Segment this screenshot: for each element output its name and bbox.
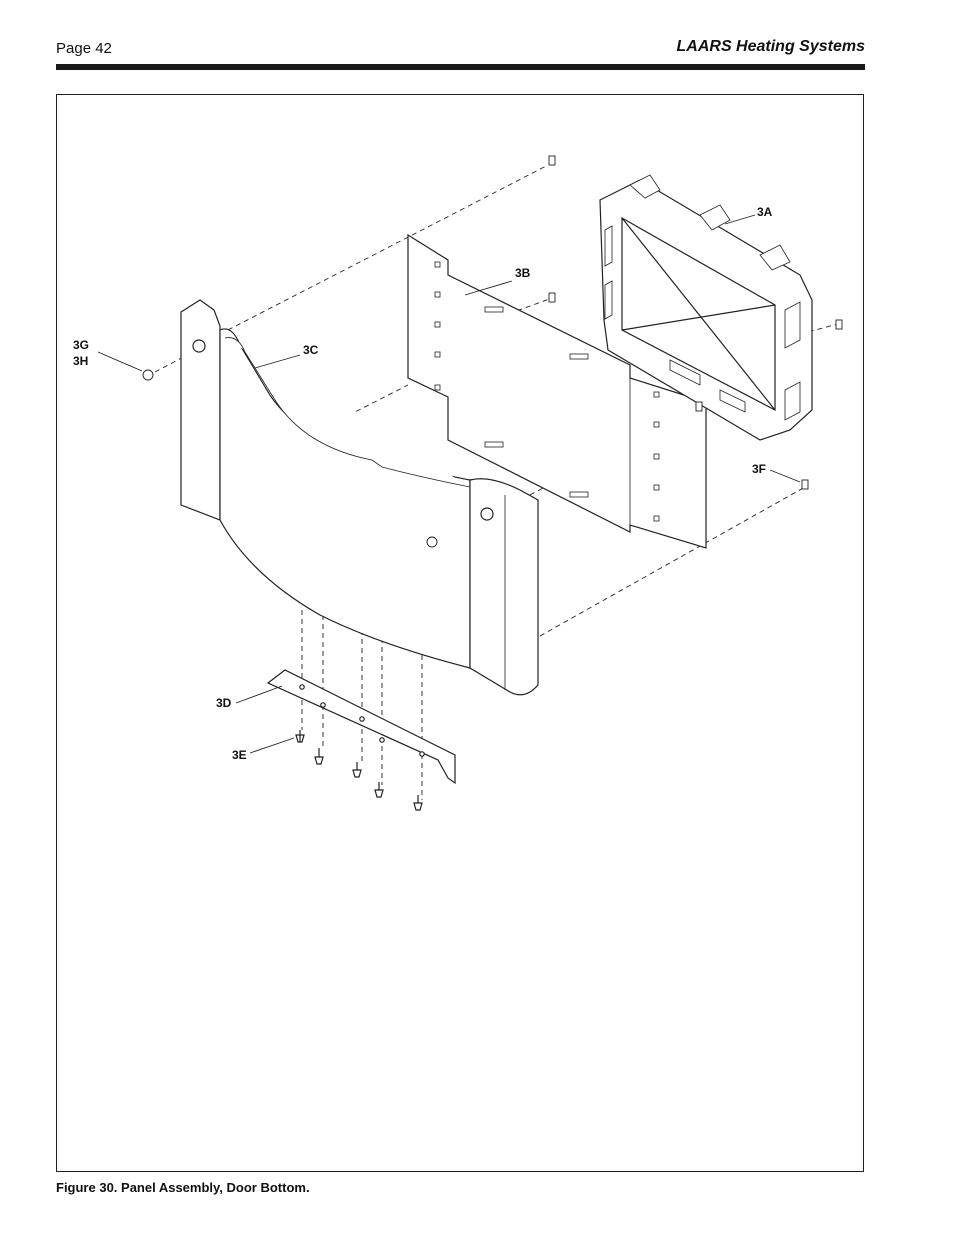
figure-frame [56, 94, 864, 1172]
fasteners [142, 155, 843, 548]
brand-title: LAARS Heating Systems [676, 38, 866, 55]
callout-3g: 3G [73, 338, 90, 352]
frame-assembly [599, 174, 813, 441]
callout-3h: 3H [73, 354, 89, 368]
callout-3c: 3C [303, 343, 319, 357]
callout-3d: 3D [216, 696, 232, 710]
back-panel [407, 233, 707, 549]
callout-3a: 3A [757, 205, 773, 219]
leader-lines [97, 214, 801, 754]
header-rule [56, 64, 865, 70]
page-number: Page 42 [56, 40, 112, 57]
figure-caption: Figure 30. Panel Assembly, Door Bottom. [56, 1180, 310, 1195]
callout-3f: 3F [752, 462, 767, 476]
callout-3e: 3E [232, 748, 247, 762]
bracket [266, 669, 456, 785]
screws-3e [295, 730, 423, 811]
callout-3b: 3B [515, 266, 531, 280]
door-bottom-panel [180, 299, 539, 696]
